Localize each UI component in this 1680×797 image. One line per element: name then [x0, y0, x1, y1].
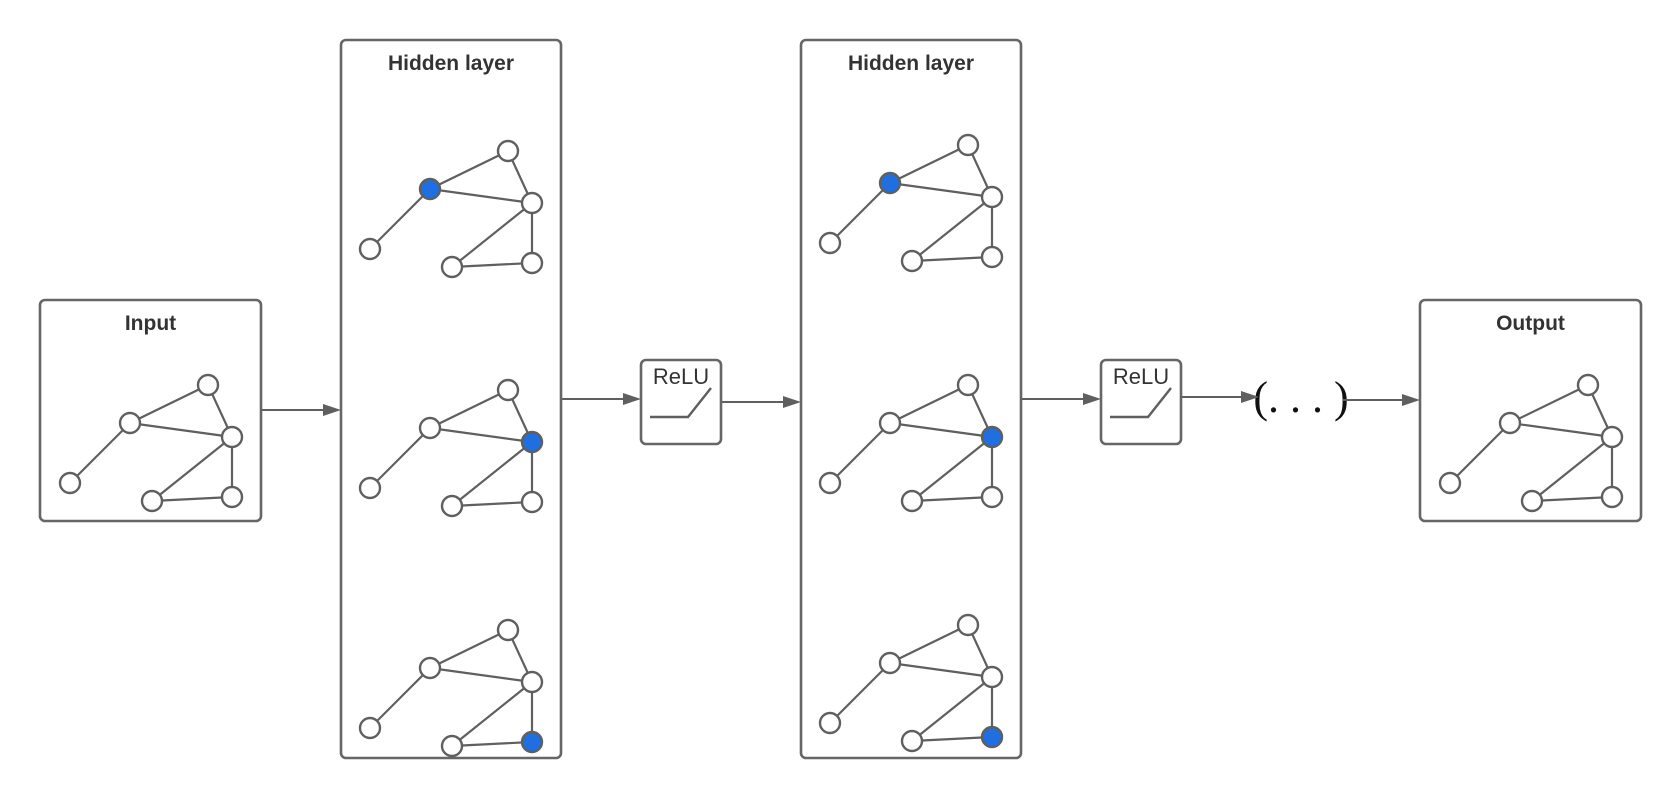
flow-arrows: [262, 391, 1420, 416]
graph-node-left-end: [818, 231, 842, 255]
highlighted-node-bottom-right: [520, 730, 544, 754]
arrow-hidden-2-to-relu-2: [1022, 393, 1101, 405]
graph-node-top: [956, 133, 980, 157]
graph-node-top: [496, 139, 520, 163]
graph-node-top: [956, 613, 980, 637]
graph-node-left-hub: [878, 411, 902, 435]
relu-2-block: ReLU: [1099, 358, 1183, 446]
graph-node-bottom-left: [900, 249, 924, 273]
graph-node-bottom-left: [900, 729, 924, 753]
hidden-layer-2-graph-1: [818, 133, 1004, 273]
input-box: [38, 298, 263, 523]
graph-node-left-hub: [418, 656, 442, 680]
graph-node-top: [496, 378, 520, 402]
arrow-hidden-1-to-relu-1: [562, 393, 641, 405]
hidden-layer-1-box: [339, 38, 563, 760]
hidden-layer-2-title: Hidden layer: [848, 52, 974, 75]
output-graph: [1438, 373, 1624, 513]
arrow-input-to-hidden-1: [262, 404, 341, 416]
hidden-layer-1-panel: Hidden layer: [339, 38, 563, 760]
graph-node-left-end: [358, 237, 382, 261]
graph-node-bottom-left: [1520, 489, 1544, 513]
graph-node-bottom-left: [440, 255, 464, 279]
hidden-layer-1-graph-2: [358, 378, 544, 518]
graph-node-left-end: [358, 476, 382, 500]
graph-node-left-end: [818, 711, 842, 735]
relu-1-block: ReLU: [639, 358, 723, 446]
graph-node-left-end: [358, 716, 382, 740]
relu-2-box: [1099, 358, 1183, 446]
output-title: Output: [1496, 312, 1565, 335]
graph-node-top: [956, 373, 980, 397]
graph-node-bottom-right: [520, 490, 544, 514]
hidden-layer-1-graph-3: [358, 618, 544, 758]
relu-2-label: ReLU: [1113, 364, 1169, 389]
relu-1-label: ReLU: [653, 364, 709, 389]
graph-node-bottom-right: [220, 485, 244, 509]
graph-node-left-hub: [878, 651, 902, 675]
output-box: [1418, 298, 1643, 523]
hidden-layer-2-graph-3: [818, 613, 1004, 753]
graph-node-top: [196, 373, 220, 397]
graph-node-bottom-left: [900, 489, 924, 513]
graph-node-left-hub: [118, 411, 142, 435]
graph-node-right-hub: [520, 191, 544, 215]
input-title: Input: [125, 312, 176, 335]
graph-node-left-hub: [1498, 411, 1522, 435]
hidden-layer-1-title: Hidden layer: [388, 52, 514, 75]
highlighted-node-left-hub: [878, 171, 902, 195]
hidden-layer-2-graph-2: [818, 373, 1004, 513]
graph-node-right-hub: [520, 670, 544, 694]
highlighted-node-right-hub: [980, 425, 1004, 449]
hidden-layer-1-graph-1: [358, 139, 544, 279]
graph-node-top: [1576, 373, 1600, 397]
highlighted-node-bottom-right: [980, 725, 1004, 749]
graph-node-left-end: [818, 471, 842, 495]
relu-1-box: [639, 358, 723, 446]
graph-node-bottom-right: [520, 251, 544, 275]
graph-node-right-hub: [1600, 425, 1624, 449]
graph-node-bottom-right: [1600, 485, 1624, 509]
hidden-layer-2-box: [799, 38, 1023, 760]
relu-2-curve-icon: [1110, 387, 1172, 419]
relu-1-curve-icon: [650, 387, 712, 419]
graph-node-top: [496, 618, 520, 642]
input-panel: Input: [38, 298, 263, 523]
arrow-relu-1-to-hidden-2: [722, 396, 801, 408]
arrow-ellipsis-to-output: [1343, 394, 1420, 406]
graph-node-right-hub: [980, 185, 1004, 209]
graph-node-right-hub: [980, 665, 1004, 689]
hidden-layer-2-panel: Hidden layer: [799, 38, 1023, 760]
highlighted-node-right-hub: [520, 430, 544, 454]
graph-node-bottom-left: [140, 489, 164, 513]
continuation-ellipsis: (. . . ): [1253, 373, 1348, 422]
graph-node-bottom-left: [440, 734, 464, 758]
graph-node-bottom-right: [980, 245, 1004, 269]
graph-node-left-end: [58, 471, 82, 495]
graph-node-right-hub: [220, 425, 244, 449]
graph-node-left-hub: [418, 416, 442, 440]
graph-node-left-end: [1438, 471, 1462, 495]
output-panel: Output: [1418, 298, 1643, 523]
graph-node-bottom-right: [980, 485, 1004, 509]
graph-node-bottom-left: [440, 494, 464, 518]
arrow-relu-2-to-ellipsis: [1182, 391, 1259, 403]
highlighted-node-left-hub: [418, 177, 442, 201]
input-graph: [58, 373, 244, 513]
